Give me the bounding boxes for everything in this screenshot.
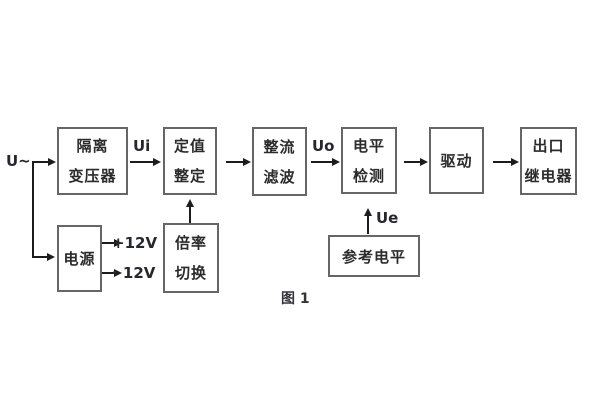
block-setting: 定值 整定 <box>163 127 217 195</box>
block-label: 定值 <box>173 137 206 155</box>
block-label: 倍率 <box>174 234 207 252</box>
arrow-ratio-to-setting <box>186 199 194 223</box>
block-label: 继电器 <box>524 167 573 185</box>
arrow-input-to-transformer <box>33 158 56 166</box>
block-label: 出口 <box>532 137 565 155</box>
block-label: 滤波 <box>263 167 296 186</box>
block-reference-level: 参考电平 <box>328 235 420 277</box>
neg-12v-label: · 12V <box>112 264 156 282</box>
ue-signal-label: Ue <box>376 209 399 227</box>
arrow-setting-to-rectifier <box>226 158 251 166</box>
block-label: 检测 <box>352 166 385 185</box>
block-label: 整流 <box>263 137 296 156</box>
block-label: 电源 <box>63 250 96 268</box>
arrow-power-neg12v <box>102 269 122 277</box>
block-label: 切换 <box>174 264 207 282</box>
input-branch-line <box>32 161 34 258</box>
block-label: 电平 <box>352 136 385 155</box>
pos-12v-label: +12V <box>112 234 158 252</box>
uo-signal-label: Uo <box>312 137 335 155</box>
arrow-uo <box>311 158 340 166</box>
block-label: 变压器 <box>68 167 117 185</box>
block-label: 驱动 <box>440 152 473 170</box>
block-isolation-transformer: 隔离 变压器 <box>57 127 128 195</box>
arrow-ue <box>364 208 372 234</box>
ui-signal-label: Ui <box>133 137 151 155</box>
arrow-power-pos12v <box>102 239 122 247</box>
block-drive: 驱动 <box>429 127 484 194</box>
block-label: 隔离 <box>76 137 109 155</box>
block-label: 整定 <box>173 167 206 185</box>
arrow-drive-to-relay <box>493 158 519 166</box>
arrow-ui <box>130 158 161 166</box>
block-ratio-switch: 倍率 切换 <box>163 223 219 293</box>
block-label: 参考电平 <box>341 247 406 266</box>
block-level-detect: 电平 检测 <box>341 127 397 194</box>
block-output-relay: 出口 继电器 <box>520 127 577 195</box>
figure-caption: 图 1 <box>281 291 310 307</box>
input-voltage-label: U~ <box>6 152 31 170</box>
block-rectifier-filter: 整流 滤波 <box>252 127 307 196</box>
arrow-input-to-power <box>33 253 55 261</box>
arrow-detect-to-drive <box>404 158 428 166</box>
block-power: 电源 <box>57 225 102 292</box>
